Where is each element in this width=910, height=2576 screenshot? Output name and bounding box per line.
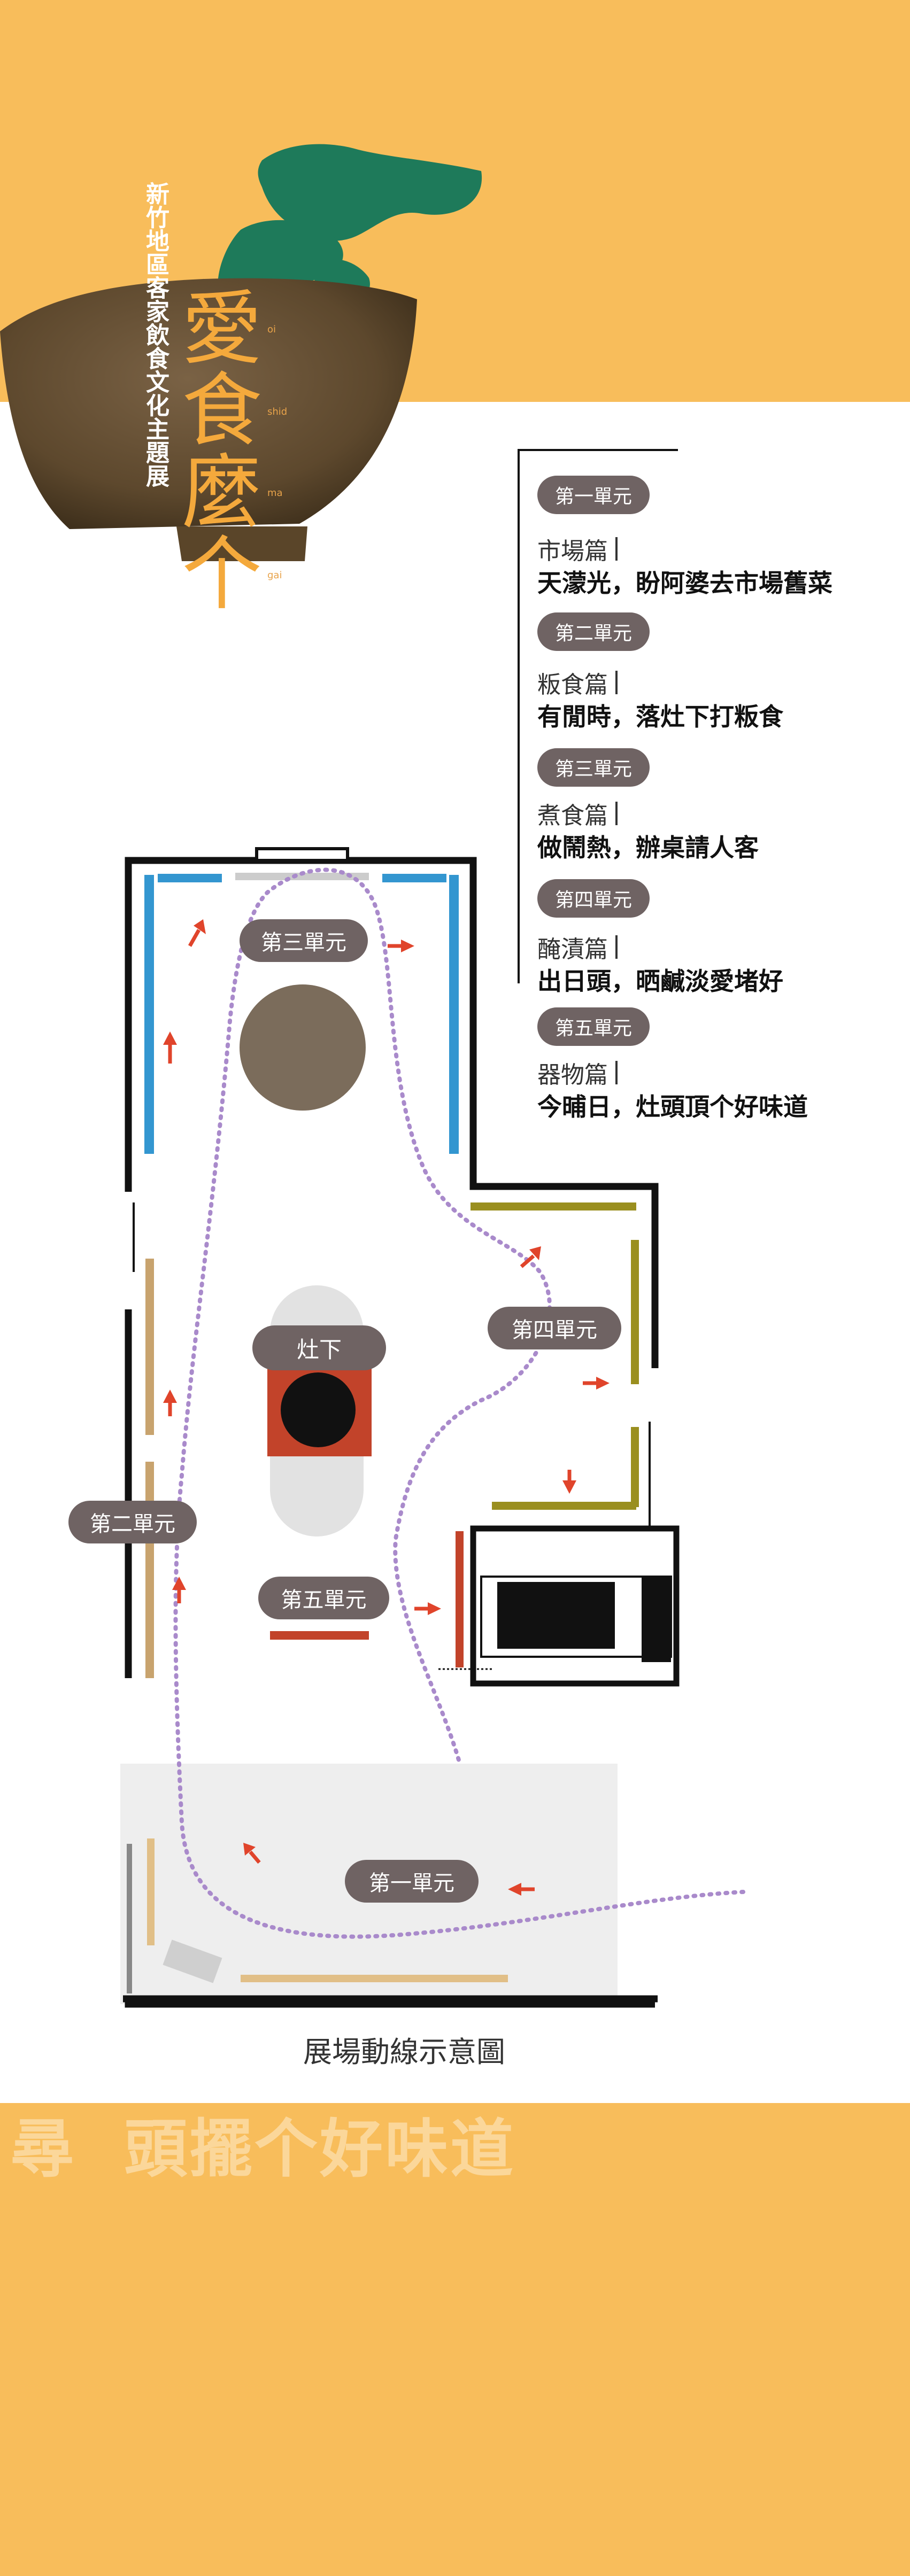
map-label-unit4: 第四單元 (488, 1307, 621, 1349)
tan-panel (145, 1462, 154, 1678)
flow-path (173, 867, 745, 1939)
tan-strip (241, 1975, 508, 1982)
separator (615, 935, 618, 959)
gray-box (163, 1939, 222, 1983)
chapter-row-4: 醃漬篇 (537, 930, 618, 964)
chapter-subtitle: 有閒時，落灶下打粄食 (537, 702, 783, 731)
arrow-right-icon (583, 1377, 610, 1390)
separator (615, 802, 618, 825)
walls (123, 857, 659, 2008)
chapter-category: 醃漬篇 (537, 936, 608, 963)
blue-panel (382, 874, 446, 882)
blue-panel (449, 875, 459, 1154)
rom-gai: gai (267, 570, 282, 581)
olive-panel (631, 1240, 639, 1384)
badge-unit-3: 第三單元 (537, 748, 650, 787)
bowl-body (0, 278, 417, 529)
badge-unit-2: 第二單元 (537, 612, 650, 651)
rust-panel (456, 1531, 464, 1667)
rom-ma: ma (267, 487, 283, 499)
rust-panel (270, 1631, 369, 1640)
panel-left-rule (518, 449, 520, 983)
arrow-diag-icon (188, 919, 206, 947)
round-table (240, 984, 366, 1111)
chapter-category: 煮食篇 (537, 802, 608, 829)
footer-slogan: 尋頭擺个好味道 (11, 2098, 515, 2189)
chapter-row-3: 煮食篇 (537, 796, 618, 831)
map-label-unit5: 第五單元 (258, 1577, 389, 1619)
map-label-unit1: 第一單元 (345, 1860, 479, 1903)
separator (615, 537, 618, 561)
rom-oi: oi (267, 324, 276, 335)
chapter-category: 器物篇 (537, 1061, 608, 1089)
slogan-part-b: 頭擺个好味道 (124, 2112, 516, 2186)
arrow-right-icon (388, 940, 414, 952)
chapter-category: 市場篇 (537, 538, 608, 565)
map-caption: 展場動線示意圖 (303, 2035, 505, 2069)
cabinet-side (642, 1577, 671, 1662)
chapter-category: 粄食篇 (537, 671, 608, 699)
arrow-up-icon (163, 1031, 177, 1064)
rom-shid: shid (267, 406, 288, 417)
chapter-subtitle: 天濛光，盼阿婆去市場舊菜 (537, 569, 832, 598)
chapter-subtitle: 出日頭，晒鹹淡愛堵好 (537, 967, 783, 996)
map-label-unit3: 第三單元 (240, 919, 368, 962)
arrow-diag-icon (243, 1843, 261, 1864)
bottom-orange-band (0, 2103, 910, 2576)
blue-panel (158, 874, 222, 882)
badge-unit-1: 第一單元 (537, 476, 650, 514)
map-label-stove: 灶下 (252, 1325, 386, 1370)
bowl-foot (176, 526, 307, 561)
title-char-3: 麼 (182, 446, 263, 539)
chapter-row-1: 市場篇 (537, 532, 618, 566)
stove-pot (281, 1372, 356, 1447)
title-char-2: 食 (182, 364, 263, 457)
map-label-unit2: 第二單元 (68, 1501, 197, 1543)
olive-panel (631, 1427, 639, 1507)
bowl-illustration (0, 144, 482, 561)
chapter-subtitle: 做鬧熱，辦桌請人客 (537, 833, 759, 862)
separator (615, 1061, 618, 1084)
arrow-diag-icon (520, 1246, 541, 1268)
title-char-1: 愛 (182, 283, 263, 376)
chapter-row-2: 粄食篇 (537, 665, 618, 700)
slogan-part-a: 尋 (11, 2112, 76, 2186)
olive-panel (492, 1502, 636, 1510)
olive-panel (471, 1202, 636, 1211)
arrow-up-icon (172, 1577, 186, 1603)
badge-unit-5: 第五單元 (537, 1007, 650, 1046)
main-title: 愛 食 麼 个 (182, 289, 262, 616)
text-panel-bg (491, 402, 910, 407)
arrow-right-icon (414, 1602, 441, 1615)
floor-plan-map (120, 847, 745, 2008)
separator (615, 671, 618, 694)
chapter-subtitle: 今晡日，灶頭頂个好味道 (537, 1092, 808, 1121)
tan-panel (145, 1259, 154, 1435)
cabinet-display (497, 1582, 615, 1649)
badge-unit-4: 第四單元 (537, 879, 650, 918)
panel-top-rule (518, 449, 678, 451)
chapter-row-5: 器物篇 (537, 1056, 618, 1090)
exhibition-subtitle: 新竹地區客家飲食文化主題展 (142, 182, 169, 487)
blue-panel (144, 875, 154, 1154)
gray-panel (235, 873, 369, 880)
arrow-down-icon (562, 1470, 576, 1494)
arrow-left-icon (508, 1883, 535, 1896)
top-door-rect (255, 847, 349, 862)
arrow-up-icon (163, 1390, 177, 1416)
tan-strip (147, 1838, 155, 1945)
title-char-4: 个 (182, 528, 263, 621)
